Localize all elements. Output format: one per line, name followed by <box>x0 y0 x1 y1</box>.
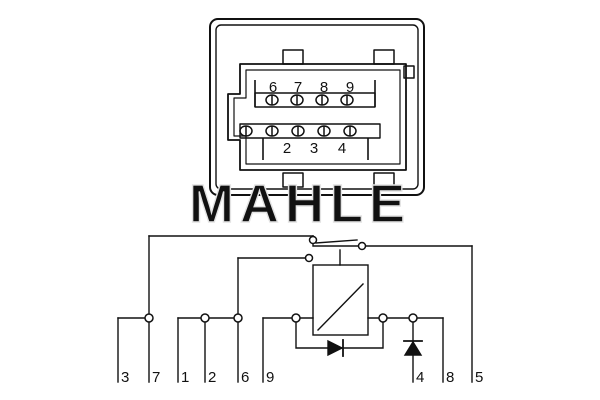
relay-coil-icon <box>312 264 369 336</box>
relay-coil-diagonal <box>317 283 364 331</box>
brand-watermark: MAHLE <box>189 174 411 234</box>
terminal-label: 3 <box>121 369 129 386</box>
switch-blade <box>315 239 358 244</box>
terminal-label: 1 <box>181 369 189 386</box>
diode-icon <box>327 339 344 357</box>
junction-node <box>200 313 210 323</box>
connector-pin-numbers: 6 7 8 9 2 3 4 <box>269 79 354 157</box>
switch-contact-node <box>357 241 367 251</box>
latch-tab <box>373 49 395 65</box>
switch-contact-node <box>304 253 314 263</box>
terminal-labels: 3 7 1 2 6 9 4 8 5 <box>121 369 483 386</box>
junction-node <box>378 313 388 323</box>
terminal-label: 8 <box>446 369 454 386</box>
terminal-rail-bottom <box>239 123 381 139</box>
connector-view <box>209 18 425 196</box>
junction-node <box>233 313 243 323</box>
junction-points <box>144 235 418 323</box>
connector-pin-label: 2 <box>283 140 291 157</box>
connector-pin-label: 3 <box>310 140 318 157</box>
connector-pin-label: 6 <box>269 79 277 96</box>
connector-pin-label: 8 <box>320 79 328 96</box>
socket-key <box>403 65 415 79</box>
terminal-label: 5 <box>475 369 483 386</box>
switch-contact-node <box>308 235 318 245</box>
latch-tab <box>282 49 304 65</box>
terminal-label: 6 <box>241 369 249 386</box>
schematic <box>117 235 473 383</box>
terminal-label: 2 <box>208 369 216 386</box>
connector-pin-label: 4 <box>338 140 346 157</box>
connector-housing-inner <box>215 24 419 190</box>
diode-icon <box>403 340 423 356</box>
pin-slots-top <box>265 94 354 106</box>
connector-pin-label: 9 <box>346 79 354 96</box>
latch-tab <box>282 172 304 188</box>
socket-body <box>227 63 407 171</box>
terminal-label: 7 <box>152 369 160 386</box>
connector-housing-outer <box>209 18 425 196</box>
pin-slots-bottom <box>239 125 357 137</box>
junction-node <box>408 313 418 323</box>
terminal-label: 4 <box>416 369 424 386</box>
junction-node <box>291 313 301 323</box>
connector-pin-label: 7 <box>294 79 302 96</box>
latch-tab <box>373 172 395 188</box>
terminal-label: 9 <box>266 369 274 386</box>
junction-node <box>144 313 154 323</box>
